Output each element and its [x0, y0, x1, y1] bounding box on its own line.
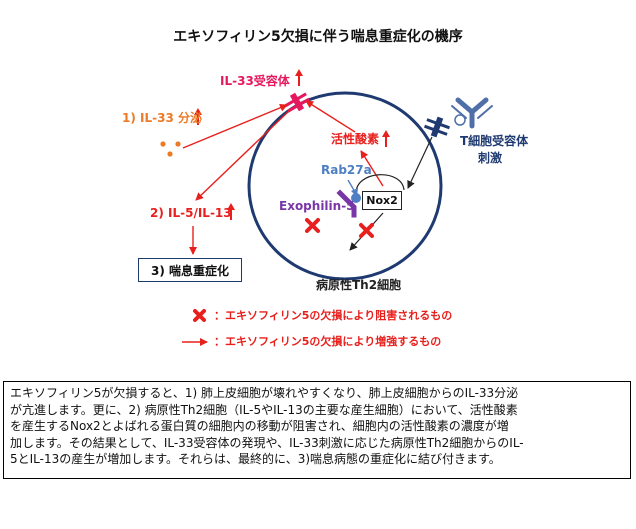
dots-icon	[160, 141, 181, 157]
up-arrow-icon	[194, 69, 390, 220]
summary-line: エキソフィリン5が欠損すると、1) 肺上皮細胞が壊れやすくなり、肺上皮細胞からの…	[10, 386, 519, 400]
label-tcr-line2: 刺激	[478, 151, 503, 165]
label-exophilin5: Exophilin-5	[279, 199, 355, 213]
cross-mark-icon	[193, 218, 374, 322]
label-tcr-line1: T細胞受容体	[460, 134, 529, 148]
summary-text-box: エキソフィリン5が欠損すると、1) 肺上皮細胞が壊れやすくなり、肺上皮細胞からの…	[3, 381, 631, 479]
arrow-nox2-to-ros	[360, 150, 384, 187]
exophilin5-shape	[336, 189, 357, 218]
label-cell: 病原性Th2細胞	[316, 278, 402, 292]
arrow-tcr-to-nox2	[407, 136, 433, 189]
label-il33-receptor: IL-33受容体	[220, 74, 290, 88]
summary-line: 5とIL-13の産生が増加します。それらは、最終的に、3)喘息病態の重症化に結び…	[10, 452, 501, 466]
label-ros: 活性酸素	[331, 132, 380, 146]
label-rab27a: Rab27a	[321, 163, 372, 177]
diagram-title: エキソフィリン5欠損に伴う喘息重症化の機序	[173, 29, 463, 45]
receptor-icon	[451, 97, 493, 129]
membrane-arc	[355, 174, 405, 195]
legend-inhibited: ：エキソフィリン5の欠損により阻害されるもの	[214, 309, 453, 322]
legend-enhanced: ：エキソフィリン5の欠損により増強するもの	[214, 335, 442, 348]
cell-membrane	[247, 91, 443, 281]
il33-receptor-icon	[284, 92, 310, 113]
arrow-receptor-to-il5	[195, 109, 291, 201]
arrow-ros-to-receptor	[305, 100, 356, 133]
arrow-il33-to-receptor	[182, 103, 288, 149]
label-asthma: 3) 喘息重症化	[138, 258, 242, 282]
rab27a-dot	[351, 193, 361, 203]
summary-line: を産生するNox2とよばれる蛋白質の細胞内の移動が阻害され、細胞内の活性酸素の濃…	[10, 419, 509, 433]
tcr-receptor-icon	[424, 116, 450, 138]
label-il5-il13: 2) IL-5/IL-13	[150, 206, 232, 220]
summary-line: が亢進します。更に、2) 病原性Th2細胞（IL-5やIL-13の主要な産生細胞…	[10, 402, 518, 417]
label-il33-secretion: 1) IL-33 分泌	[122, 111, 202, 125]
label-nox2: Nox2	[362, 191, 402, 210]
summary-line: 加します。その結果として、IL-33受容体の発現や、IL-33刺激に応じた病原性…	[10, 435, 524, 450]
